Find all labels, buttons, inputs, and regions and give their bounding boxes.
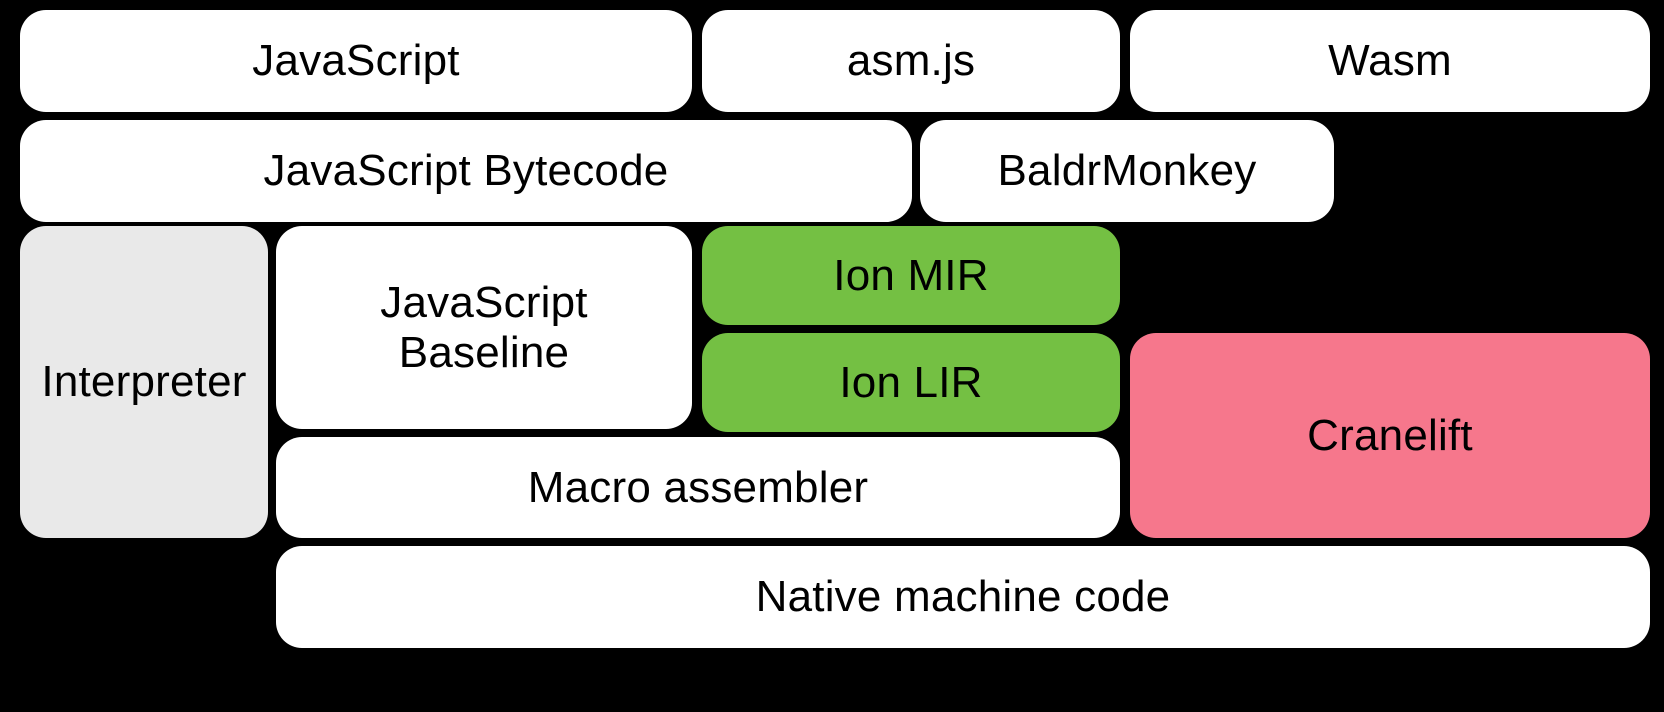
node-javascript: JavaScript xyxy=(20,10,692,112)
node-wasm: Wasm xyxy=(1130,10,1650,112)
node-javascript-bytecode: JavaScript Bytecode xyxy=(20,120,912,222)
node-native-machine-code: Native machine code xyxy=(276,546,1650,648)
node-baldrmonkey: BaldrMonkey xyxy=(920,120,1334,222)
node-interpreter: Interpreter xyxy=(20,226,268,538)
node-ion-mir: Ion MIR xyxy=(702,226,1120,325)
node-ion-lir: Ion LIR xyxy=(702,333,1120,432)
node-cranelift: Cranelift xyxy=(1130,333,1650,538)
node-macro-assembler: Macro assembler xyxy=(276,437,1120,538)
node-javascript-baseline: JavaScript Baseline xyxy=(276,226,692,429)
node-asm-js: asm.js xyxy=(702,10,1120,112)
